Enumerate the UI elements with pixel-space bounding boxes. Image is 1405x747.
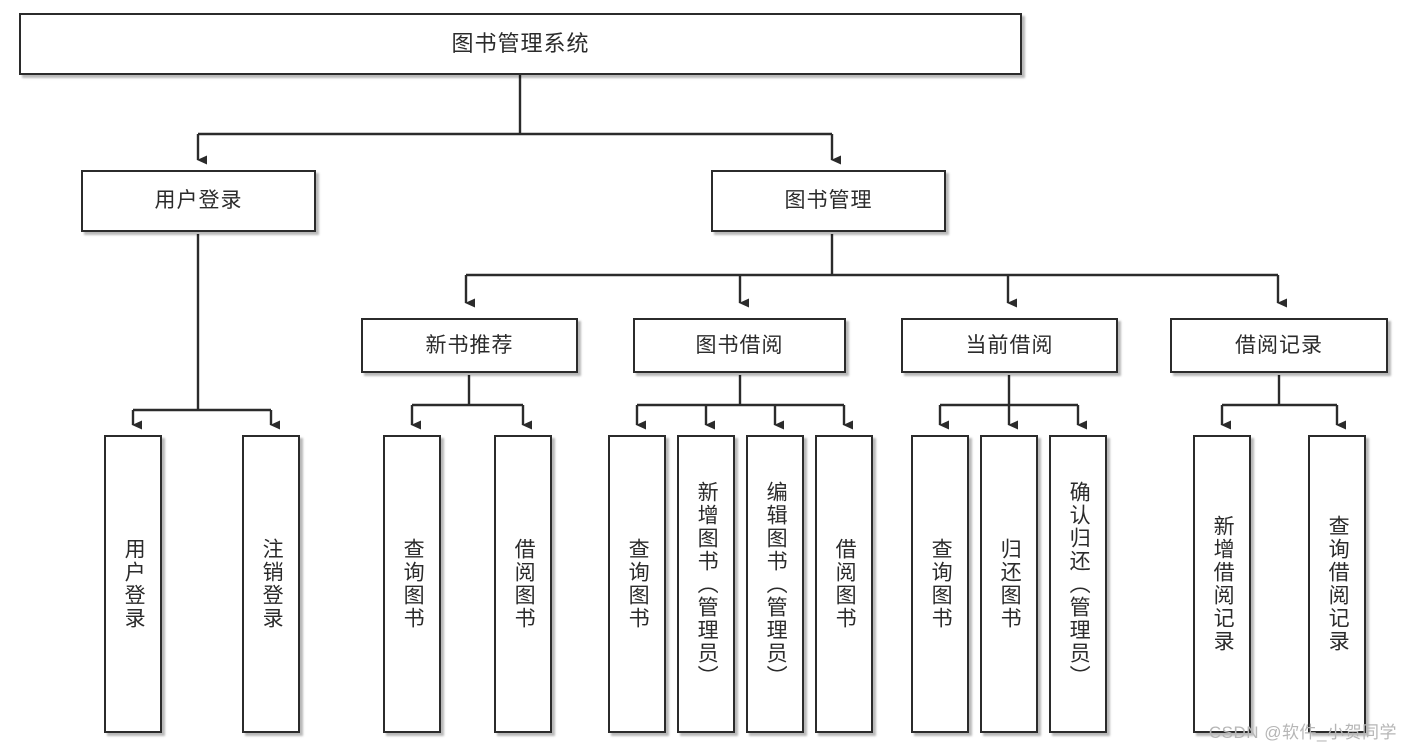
leaf-book-borrow-add-book-admin[interactable]: 新增图书（管理员） [677,435,735,733]
leaf-borrow-record-query-record[interactable]: 查询借阅记录 [1308,435,1366,733]
leaf-book-borrow-query-book[interactable]: 查询图书 [608,435,666,733]
leaf-book-borrow-edit-book-admin[interactable]: 编辑图书（管理员） [746,435,804,733]
node-label: 借阅记录 [1235,333,1323,357]
leaf-new-book-borrow-book[interactable]: 借阅图书 [494,435,552,733]
node-label: 图书借阅 [695,333,784,357]
leaf-current-borrow-return-book[interactable]: 归还图书 [980,435,1038,733]
node-label: 当前借阅 [965,333,1054,357]
leaf-user-login-login[interactable]: 用户登录 [104,435,162,733]
leaf-new-book-query-book[interactable]: 查询图书 [383,435,441,733]
node-label: 用户登录 [154,189,243,213]
node-book-borrow[interactable]: 图书借阅 [633,318,846,373]
node-label: 图书管理 [784,189,873,213]
node-label: 查询图书 [626,538,650,630]
node-current-borrow[interactable]: 当前借阅 [901,318,1118,373]
node-label: 用户登录 [122,538,146,630]
node-book-management[interactable]: 图书管理 [711,170,946,232]
leaf-book-borrow-borrow-book[interactable]: 借阅图书 [815,435,873,733]
node-label: 借阅图书 [833,538,857,630]
node-label: 确认归还（管理员） [1067,480,1091,688]
leaf-borrow-record-add-record[interactable]: 新增借阅记录 [1193,435,1251,733]
leaf-user-login-logout[interactable]: 注销登录 [242,435,300,733]
node-label: 新书推荐 [425,333,514,357]
node-label: 查询图书 [929,538,953,630]
node-label: 借阅图书 [512,538,536,630]
node-label: 查询图书 [401,538,425,630]
node-borrow-record[interactable]: 借阅记录 [1170,318,1388,373]
node-new-book-recommend[interactable]: 新书推荐 [361,318,578,373]
leaf-current-borrow-confirm-return-admin[interactable]: 确认归还（管理员） [1049,435,1107,733]
node-label: 新增图书（管理员） [695,480,719,688]
node-root-book-management-system[interactable]: 图书管理系统 [19,13,1022,75]
leaf-current-borrow-query-book[interactable]: 查询图书 [911,435,969,733]
node-label: 编辑图书（管理员） [764,480,788,688]
node-label: 查询借阅记录 [1326,515,1350,653]
node-user-login[interactable]: 用户登录 [81,170,316,232]
csdn-watermark: CSDN @软件_小贺同学 [1208,723,1397,742]
node-label: 注销登录 [260,538,284,630]
node-label: 归还图书 [998,538,1022,630]
node-label: 图书管理系统 [451,30,590,56]
node-label: 新增借阅记录 [1211,515,1235,653]
